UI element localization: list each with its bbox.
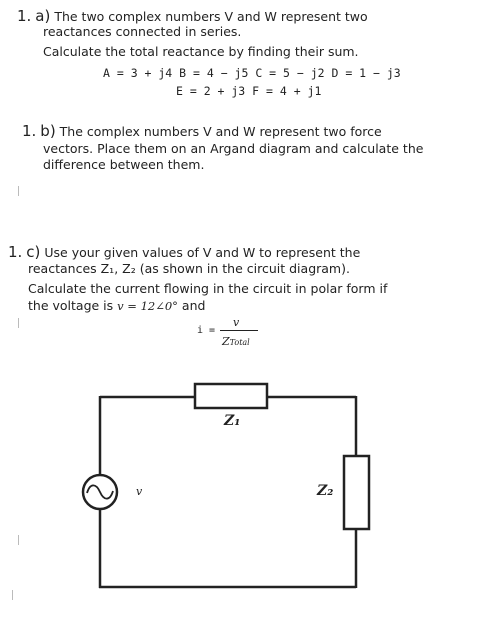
margin-mark bbox=[18, 318, 19, 328]
q1a-number: 1. bbox=[17, 7, 32, 25]
q1c-line1: Use your given values of V and W to repr… bbox=[44, 245, 361, 260]
q1c-voltage: v = 12∠0° bbox=[117, 299, 178, 313]
formula-den-main: Z bbox=[222, 335, 230, 348]
q1c-letter: c) bbox=[26, 243, 41, 261]
formula-lhs: i = bbox=[197, 325, 216, 336]
q1c-line4-prefix: the voltage is bbox=[28, 298, 114, 313]
q1b-heading: 1. b) The complex numbers V and W repres… bbox=[22, 123, 382, 140]
q1a-equations-row2: E = 2 + j3 F = 4 + j1 bbox=[176, 84, 322, 98]
q1c-line2: reactances Z₁, Z₂ (as shown in the circu… bbox=[28, 261, 350, 276]
q1c-line4-suffix: and bbox=[181, 298, 206, 313]
q1a-line1: The two complex numbers V and W represen… bbox=[54, 9, 368, 24]
source-label: v bbox=[136, 485, 143, 498]
q1b-line1: The complex numbers V and W represent tw… bbox=[59, 124, 382, 139]
q1c-number: 1. bbox=[8, 243, 23, 261]
q1a-line2: reactances connected in series. bbox=[43, 24, 242, 39]
z2-impedance-box bbox=[342, 454, 371, 531]
q1a-equations-row1: A = 3 + j4 B = 4 − j5 C = 5 − j2 D = 1 −… bbox=[103, 66, 401, 80]
z1-impedance-box bbox=[193, 382, 269, 410]
q1b-line3: difference between them. bbox=[43, 157, 205, 172]
q1a-letter: a) bbox=[35, 7, 51, 25]
margin-mark bbox=[12, 590, 13, 600]
q1a-heading: 1. a) The two complex numbers V and W re… bbox=[17, 8, 368, 25]
q1c-line3: Calculate the current flowing in the cir… bbox=[28, 281, 388, 296]
q1c-line4: the voltage is v = 12∠0° and bbox=[28, 298, 205, 314]
q1a-line3: Calculate the total reactance by finding… bbox=[43, 44, 359, 59]
margin-mark bbox=[18, 186, 19, 196]
ac-sine-icon bbox=[86, 484, 114, 500]
q1b-letter: b) bbox=[40, 122, 56, 140]
formula-denominator: ZTotal bbox=[222, 335, 250, 348]
z2-label: Z₂ bbox=[317, 483, 334, 499]
q1b-line2: vectors. Place them on an Argand diagram… bbox=[43, 141, 424, 156]
margin-mark bbox=[18, 535, 19, 545]
q1b-number: 1. bbox=[22, 122, 37, 140]
formula-den-sub: Total bbox=[229, 338, 250, 347]
fraction-bar bbox=[220, 330, 258, 331]
q1c-heading: 1. c) Use your given values of V and W t… bbox=[8, 244, 360, 261]
formula-numerator: v bbox=[233, 316, 240, 329]
z1-label: Z₁ bbox=[224, 413, 241, 429]
